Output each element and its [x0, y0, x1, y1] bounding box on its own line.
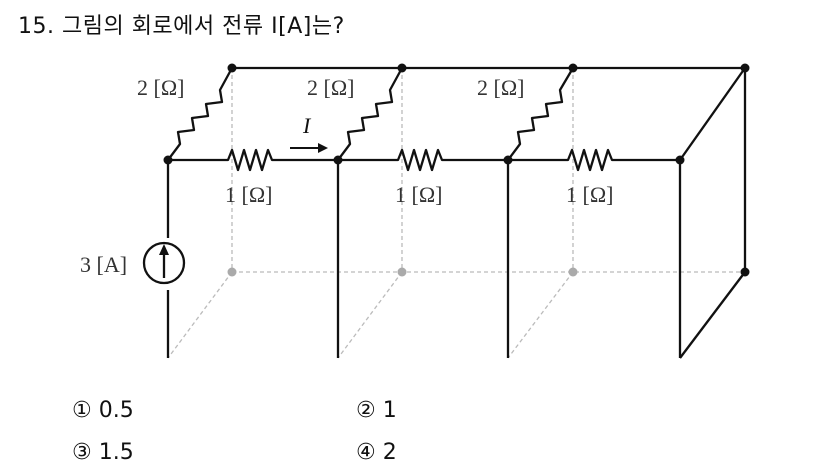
nodes — [163, 63, 750, 277]
resistor-2ohm-b — [337, 67, 404, 161]
choice-2[interactable]: ② 1 — [356, 398, 397, 423]
question-text: 15. 그림의 회로에서 전류 I[A]는? — [18, 14, 345, 39]
label-2ohm-c: 2 [Ω] — [477, 75, 525, 100]
resistor-1ohm-b — [338, 148, 508, 172]
label-2ohm-a: 2 [Ω] — [137, 75, 185, 100]
label-1ohm-b: 1 [Ω] — [395, 182, 443, 207]
resistor-1ohm-a — [168, 148, 338, 172]
choice-3[interactable]: ③ 1.5 — [72, 440, 134, 465]
resistor-2ohm-c — [507, 67, 574, 161]
current-source — [142, 241, 186, 285]
label-source: 3 [A] — [80, 252, 127, 277]
current-arrow — [290, 143, 328, 153]
resistor-1ohm-c — [508, 148, 680, 172]
label-2ohm-b: 2 [Ω] — [307, 75, 355, 100]
label-1ohm-a: 1 [Ω] — [225, 182, 273, 207]
resistor-2ohm-a — [167, 67, 234, 161]
label-1ohm-c: 1 [Ω] — [566, 182, 614, 207]
hidden-edges — [167, 68, 745, 359]
label-current: I — [302, 113, 312, 138]
choice-4[interactable]: ④ 2 — [356, 440, 397, 465]
hidden-nodes — [227, 267, 578, 277]
wires — [166, 66, 747, 359]
choice-1[interactable]: ① 0.5 — [72, 398, 134, 423]
